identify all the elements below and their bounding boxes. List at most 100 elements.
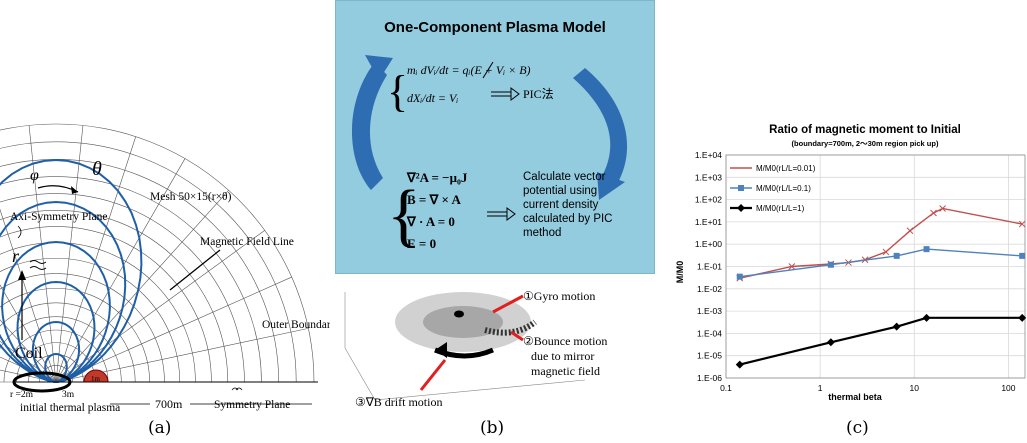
three-m-label: 3m <box>62 390 75 400</box>
chart-subtitle: (boundary=700m, 2〜30m region pick up) <box>792 139 939 148</box>
r2m-label: r =2m <box>10 390 34 400</box>
seven-hundred-label: 700m <box>155 397 183 411</box>
mesh-spoke <box>28 125 57 383</box>
series-2-point <box>923 246 930 253</box>
field-line <box>16 280 96 383</box>
series-2-point <box>1019 252 1026 259</box>
series-1-point <box>1018 220 1026 228</box>
mesh-arc <box>0 123 315 383</box>
mesh-spoke <box>0 208 57 383</box>
field-line <box>0 200 127 383</box>
cycle-arrow-left-head <box>365 55 393 80</box>
initial-plasma-label: initial thermal plasma <box>20 402 120 414</box>
calc-line-1: Calculate vector <box>523 171 606 183</box>
panel-b-figure: { mᵢ dVᵢ/dt = qᵢ(E + Vᵢ × B) dXᵢ/dt = Vᵢ… <box>344 55 628 409</box>
series-1-point <box>939 205 946 212</box>
y-tick-label: 1.E-06 <box>697 373 722 383</box>
equation-curl: B = ∇ × A <box>407 192 461 207</box>
mesh-spoke <box>55 158 186 383</box>
mesh-spoke <box>0 369 57 383</box>
mesh-arc <box>0 316 122 383</box>
y-tick-label: 1.E+01 <box>695 217 722 227</box>
legend-marker <box>737 204 745 212</box>
bounce-band <box>484 319 537 336</box>
series-1-point <box>930 209 937 217</box>
series-3-point <box>826 338 835 347</box>
panel-b-caption: (b) <box>480 418 505 438</box>
y-tick-label: 1.E+00 <box>695 239 722 249</box>
panel-c-caption: (c) <box>846 418 869 438</box>
field-line <box>1 240 111 383</box>
mesh-arc <box>3 329 109 383</box>
axi-pointer <box>17 225 22 239</box>
magnetic-field-lines <box>0 158 143 383</box>
model-box: One-Component Plasma Model <box>335 0 655 274</box>
motion-axes <box>344 292 586 401</box>
series-3-point <box>892 322 901 331</box>
series-1-point <box>788 263 796 270</box>
plot-area <box>725 154 1026 379</box>
y-tick-label: 1.E+03 <box>695 172 722 182</box>
symmetry-pointer <box>231 387 243 391</box>
panel-a-figure: φ θ Axi-Symmetry Plane Mesh 50×15(r×θ) M… <box>0 123 330 414</box>
mesh-spoke <box>55 190 229 383</box>
x-tick-label: 100 <box>1001 383 1015 393</box>
legend-label-2: M/M0(rL/L=0.1) <box>756 184 811 193</box>
calc-line-2: potential using <box>523 185 597 197</box>
strike-E <box>482 61 494 79</box>
phi-arrow-head <box>71 186 78 194</box>
mesh-arc <box>0 288 150 383</box>
drift-pointer <box>419 359 447 391</box>
mesh-spoke <box>55 276 292 383</box>
particle-cloud-core <box>423 306 503 338</box>
mesh-arc <box>0 141 297 383</box>
y-tick-label: 1.E-04 <box>697 328 722 338</box>
legend-label-3: M/M0(rL/L=1) <box>756 204 805 213</box>
mesh-arc <box>0 209 229 383</box>
y-tick-label: 1.E-02 <box>697 284 722 294</box>
theta-label: θ <box>92 158 102 180</box>
mesh-spoke <box>0 319 57 383</box>
y-tick-label: 1.E-03 <box>697 306 722 316</box>
field-line-label: Magnetic Field Line <box>200 236 294 248</box>
series-1-point <box>882 248 890 256</box>
initial-plasma-dome <box>83 369 109 383</box>
field-line-pointer <box>169 249 221 291</box>
bounce-pointer <box>510 330 524 342</box>
panel-a-caption: (a) <box>148 418 172 438</box>
series-3-point <box>1018 313 1027 322</box>
model-title: One-Component Plasma Model <box>384 19 606 36</box>
cycle-arrow-left <box>351 62 387 190</box>
outer-boundary-label: Outer Boundary <box>262 319 330 331</box>
coil-label: Coil <box>15 345 43 362</box>
field-line <box>44 352 68 383</box>
r-tilde <box>29 260 47 270</box>
drift-label: ③∇B drift motion <box>355 395 442 409</box>
mesh-label: Mesh 50×15(r×θ) <box>150 191 232 203</box>
series-2-point <box>736 273 743 280</box>
mesh-arc <box>0 302 136 383</box>
series-3-point <box>922 313 931 322</box>
x-tick-label: 0.1 <box>720 383 732 393</box>
equation-gauge: ∇ · A = 0 <box>406 214 455 229</box>
x-tick-label: 1 <box>818 383 823 393</box>
mesh-arc <box>0 273 165 383</box>
gyro-center <box>454 310 464 318</box>
mesh-spoke <box>55 136 137 383</box>
mesh-arc <box>0 193 245 383</box>
series-1-point <box>906 227 914 235</box>
series-2-point <box>827 261 834 268</box>
y-tick-label: 1.E+02 <box>695 195 722 205</box>
mesh-spoke <box>0 340 57 383</box>
implies-arrow-2 <box>487 207 516 221</box>
gyro-label: ①Gyro motion <box>523 289 595 303</box>
equation-poisson: ∇²A = −μ₀J <box>406 170 468 185</box>
legend-marker <box>738 185 744 191</box>
calc-line-5: method <box>523 227 561 239</box>
bounce-line-3: magnetic field <box>531 364 600 378</box>
r-arrow-head <box>18 270 26 280</box>
bounce-line-1: ②Bounce motion <box>523 334 607 348</box>
phi-label: φ <box>30 167 39 184</box>
implies-arrow-1 <box>491 87 520 101</box>
mesh-grid <box>0 123 315 383</box>
